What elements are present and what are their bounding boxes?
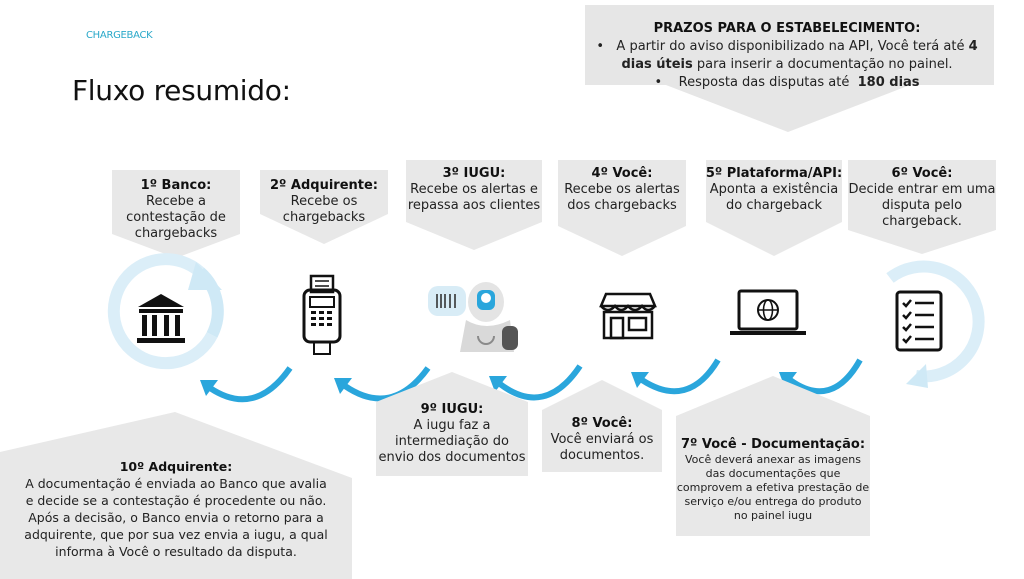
prazos-bullet-2-pre: Resposta das disputas até [678,75,854,90]
step-2-callout [260,170,388,246]
prazos-callout: PRAZOS PARA O ESTABELECIMENTO: • A parti… [580,0,994,135]
prazos-bullet-1-days: 4 [968,39,978,54]
step-10-heading: 10º Adquirente: [119,459,233,474]
step-5-callout [706,160,842,258]
step-7-line-3: comprovem a efetiva prestação de [676,481,870,494]
bank-cycle-arrow [107,253,224,370]
step-8-line-1: Você enviará os [550,432,654,447]
prazos-bullet-1: • A partir do aviso disponibilizado na A… [580,38,994,74]
step-8-line-2: documentos. [559,448,645,463]
step-9-heading: 9º IUGU: [420,402,484,417]
step-9-line-1: A iugu faz a [413,418,491,433]
step-9-line-2: intermediação do [395,434,509,449]
step-4-heading: 4º Você: [591,166,653,181]
flow-arrows [200,358,863,403]
step-3-heading: 3º IUGU: [442,166,506,181]
prazos-bullet-1-unit: dias úteis [621,57,693,72]
card-terminal-icon [302,274,342,355]
step-7-callout [676,376,870,536]
step-3-callout [406,160,542,252]
step-10-line-4: adquirente, que por sua vez envia a iugu… [24,527,328,542]
step-7-line-4: serviço e/ou entrega do produto [684,495,862,508]
section-tag: CHARGEBACK [86,30,153,41]
step-1-callout [112,170,240,260]
step-10-line-5: informa à Você o resultado da disputa. [55,544,297,559]
step-1-line-3: chargebacks [134,226,218,241]
step-10-line-1: A documentação é enviada ao Banco que av… [25,476,327,491]
checklist-cycle-arrow [886,260,985,388]
step-6-line-3: chargeback. [882,214,962,229]
bullet-dot: • [654,75,679,90]
step-1-heading: 1º Banco: [140,178,212,193]
step-6-line-1: Decide entrar em uma [848,182,996,197]
step-2-line-1: Recebe os [290,194,358,209]
step-4-text: 4º Você: Recebe os alertas dos chargebac… [554,166,690,214]
step-7-line-2: das documentações que [705,467,841,480]
step-10-text: 10º Adquirente: A documentação é enviada… [4,458,348,560]
step-3-line-1: Recebe os alertas e [410,182,538,197]
prazos-bullet-2-days: 180 dias [857,75,920,90]
step-4-line-1: Recebe os alertas [564,182,680,197]
prazos-bullet-1-post: para inserir a documentação no painel. [692,57,953,72]
step-7-heading: 7º Você - Documentação: [680,437,866,452]
step-6-text: 6º Você: Decide entrar em uma disputa pe… [846,166,998,230]
step-6-line-2: disputa pelo [881,198,963,213]
step-3-text: 3º IUGU: Recebe os alertas e repassa aos… [402,166,546,214]
robot-icon [428,282,518,352]
bullet-dot: • [596,39,617,54]
prazos-heading: PRAZOS PARA O ESTABELECIMENTO: [653,21,921,36]
step-2-line-2: chargebacks [282,210,366,225]
step-10-callout [0,412,352,579]
step-4-line-2: dos chargebacks [567,198,677,213]
step-1-text: 1º Banco: Recebe a contestação de charge… [108,178,244,242]
step-7-line-5: no painel iugu [733,509,813,522]
prazos-bullet-2: • Resposta das disputas até 180 dias [580,74,994,92]
step-7-line-1: Você deverá anexar as imagens [685,453,861,466]
step-9-text: 9º IUGU: A iugu faz a intermediação do e… [372,402,532,466]
step-7-text: 7º Você - Documentação: Você deverá anex… [672,436,874,523]
step-8-callout [542,380,662,472]
step-6-callout [848,160,996,256]
prazos-bullet-1-pre: A partir do aviso disponibilizado na API… [616,39,969,54]
store-icon [599,292,657,340]
prazos-callout-shape [585,5,994,132]
step-2-heading: 2º Adquirente: [270,178,378,193]
checklist-icon [895,290,943,352]
step-6-heading: 6º Você: [891,166,953,181]
bank-icon [137,294,185,343]
step-2-text: 2º Adquirente: Recebe os chargebacks [256,178,392,226]
step-4-callout [558,160,686,258]
step-1-line-2: contestação de [126,210,226,225]
step-8-heading: 8º Você: [571,416,633,431]
step-10-line-3: Após a decisão, o Banco envia o retorno … [28,510,324,525]
step-5-line-1: Aponta a existência [709,182,839,197]
step-8-text: 8º Você: Você enviará os documentos. [540,416,664,464]
step-3-line-2: repassa aos clientes [407,198,541,213]
step-9-callout [376,372,528,476]
step-5-text: 5º Plataforma/API: Aponta a existência d… [702,166,846,214]
page-title: Fluxo resumido: [72,74,291,107]
step-10-line-2: e decide se a contestação é procedente o… [25,493,327,508]
step-1-line-1: Recebe a [146,194,206,209]
step-9-line-3: envio dos documentos [378,450,526,465]
laptop-globe-icon [730,289,806,335]
step-5-heading: 5º Plataforma/API: [705,166,843,181]
step-5-line-2: do chargeback [726,198,822,213]
